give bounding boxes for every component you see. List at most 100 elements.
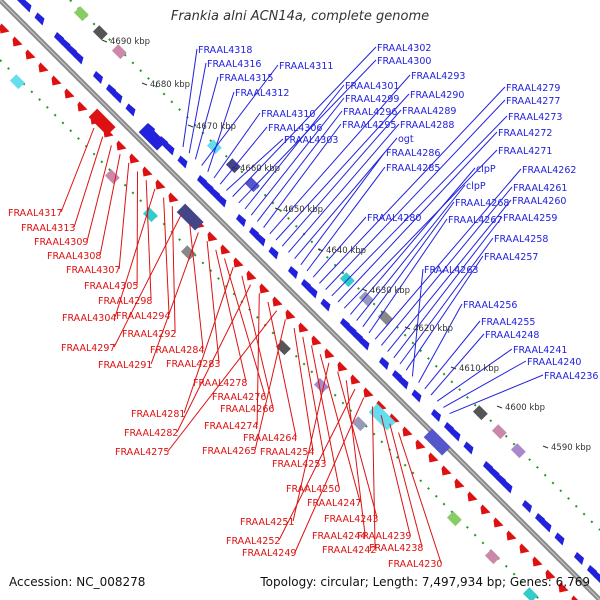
kbp-tick-mark (496, 405, 503, 409)
forward-gene-label: FRAAL4280 (367, 213, 421, 224)
forward-gene-arrow (340, 318, 350, 331)
forward-gene-label: FRAAL4290 (410, 90, 464, 101)
reverse-gene-label: FRAAL4251 (240, 517, 294, 528)
forward-leader-line (430, 333, 485, 396)
reverse-gene-label: FRAAL4252 (226, 536, 280, 547)
forward-gene-arrow (164, 142, 175, 156)
forward-leader-line (312, 216, 367, 278)
forward-gene-label: FRAAL4261 (513, 183, 567, 194)
forward-gene-arrow (73, 51, 84, 65)
kbp-tick-mark (542, 445, 549, 449)
kbp-tick-mark (404, 326, 411, 330)
forward-gene-label: FRAAL4312 (235, 88, 289, 99)
reverse-gene-label: FRAAL4284 (150, 345, 204, 356)
reverse-gene-label: FRAAL4281 (131, 409, 185, 420)
upper-feature-box (206, 139, 222, 155)
forward-gene-arrow (541, 519, 552, 533)
lower-feature-box (9, 74, 25, 90)
forward-gene-label: FRAAL4300 (377, 56, 431, 67)
forward-gene-label: FRAAL4302 (377, 43, 431, 54)
forward-gene-arrow (496, 474, 506, 487)
kbp-tick-mark (187, 124, 194, 128)
reverse-gene-label: FRAAL4297 (61, 343, 115, 354)
reverse-gene-label: FRAAL4298 (98, 296, 152, 307)
reverse-gene-arrow (168, 192, 179, 203)
forward-gene-arrow (535, 513, 545, 526)
forward-leader-line (275, 93, 410, 241)
forward-leader-line (250, 97, 345, 216)
kbp-tick-label: 4670 kbp (196, 122, 236, 132)
forward-gene-arrow (502, 480, 513, 494)
forward-gene-arrow (320, 298, 331, 312)
reverse-gene-label: FRAAL4247 (307, 498, 361, 509)
forward-gene-arrow (288, 266, 298, 279)
forward-leader-line (381, 186, 513, 346)
reverse-leader-line (60, 127, 95, 213)
reverse-gene-arrow (12, 36, 23, 47)
reverse-gene-arrow (64, 88, 75, 99)
reverse-gene-arrow (363, 387, 374, 398)
forward-leader-line (263, 123, 342, 228)
kbp-tick-mark (450, 366, 457, 370)
forward-gene-arrow (34, 12, 45, 26)
forward-leader-line (411, 268, 424, 377)
reverse-gene-label: FRAAL4274 (204, 421, 258, 432)
forward-gene-arrow (255, 233, 266, 247)
reverse-gene-label: FRAAL4304 (62, 313, 116, 324)
reverse-gene-arrow (38, 62, 49, 73)
lower-feature-box (180, 245, 196, 261)
forward-leader-line (418, 303, 463, 383)
reverse-gene-label: FRAAL4294 (116, 311, 170, 322)
reverse-gene-arrow (428, 452, 439, 463)
forward-gene-arrow (398, 376, 409, 390)
forward-leader-line (306, 166, 386, 272)
forward-gene-arrow (236, 214, 246, 227)
reverse-gene-arrow (441, 465, 452, 476)
forward-leader-line (424, 320, 481, 390)
forward-gene-arrow (392, 370, 402, 383)
reverse-leader-line (302, 336, 326, 464)
reverse-leader-line (183, 267, 234, 414)
reverse-leader-line (73, 136, 104, 228)
reverse-leader-line (256, 293, 260, 426)
forward-gene-arrow (359, 337, 370, 351)
reverse-leader-line (293, 328, 314, 452)
reverse-leader-line (99, 154, 121, 256)
reverse-leader-line (380, 414, 411, 536)
lower-feature-box (313, 378, 329, 394)
forward-gene-arrow (346, 324, 357, 338)
reverse-leader-line (206, 241, 220, 364)
forward-gene-arrow (463, 441, 474, 455)
reverse-gene-label: FRAAL4242 (322, 545, 376, 556)
forward-leader-line (188, 62, 207, 154)
reverse-gene-arrow (337, 361, 348, 372)
forward-gene-label: FRAAL4286 (386, 148, 440, 159)
forward-gene-label: FRAAL4273 (508, 112, 562, 123)
forward-leader-line (343, 149, 498, 309)
reverse-gene-arrow (467, 491, 478, 502)
reverse-gene-arrow (116, 140, 127, 151)
forward-gene-arrow (554, 532, 565, 546)
reverse-gene-arrow (324, 348, 335, 359)
forward-gene-label: FRAAL4285 (386, 163, 440, 174)
reverse-gene-arrow (532, 556, 543, 567)
reverse-gene-arrow (350, 374, 361, 385)
reverse-leader-line (145, 180, 152, 301)
forward-gene-label: FRAAL4267 (448, 215, 502, 226)
forward-leader-line (288, 123, 400, 253)
forward-leader-line (269, 74, 411, 235)
forward-gene-arrow (112, 90, 123, 104)
forward-gene-arrow (574, 552, 584, 565)
upper-feature-box (491, 424, 507, 440)
reverse-gene-arrow (220, 244, 231, 255)
reverse-leader-line (267, 301, 297, 438)
reverse-gene-label: FRAAL4265 (202, 446, 256, 457)
reverse-leader-line (167, 310, 278, 452)
forward-leader-line (213, 112, 261, 179)
kbp-tick-label: 4630 kbp (370, 286, 410, 296)
reverse-gene-arrow (480, 504, 491, 515)
forward-leader-line (350, 167, 476, 315)
forward-leader-line (443, 360, 527, 408)
reverse-gene-label: FRAAL4305 (84, 281, 138, 292)
reverse-gene-label: FRAAL4250 (286, 484, 340, 495)
